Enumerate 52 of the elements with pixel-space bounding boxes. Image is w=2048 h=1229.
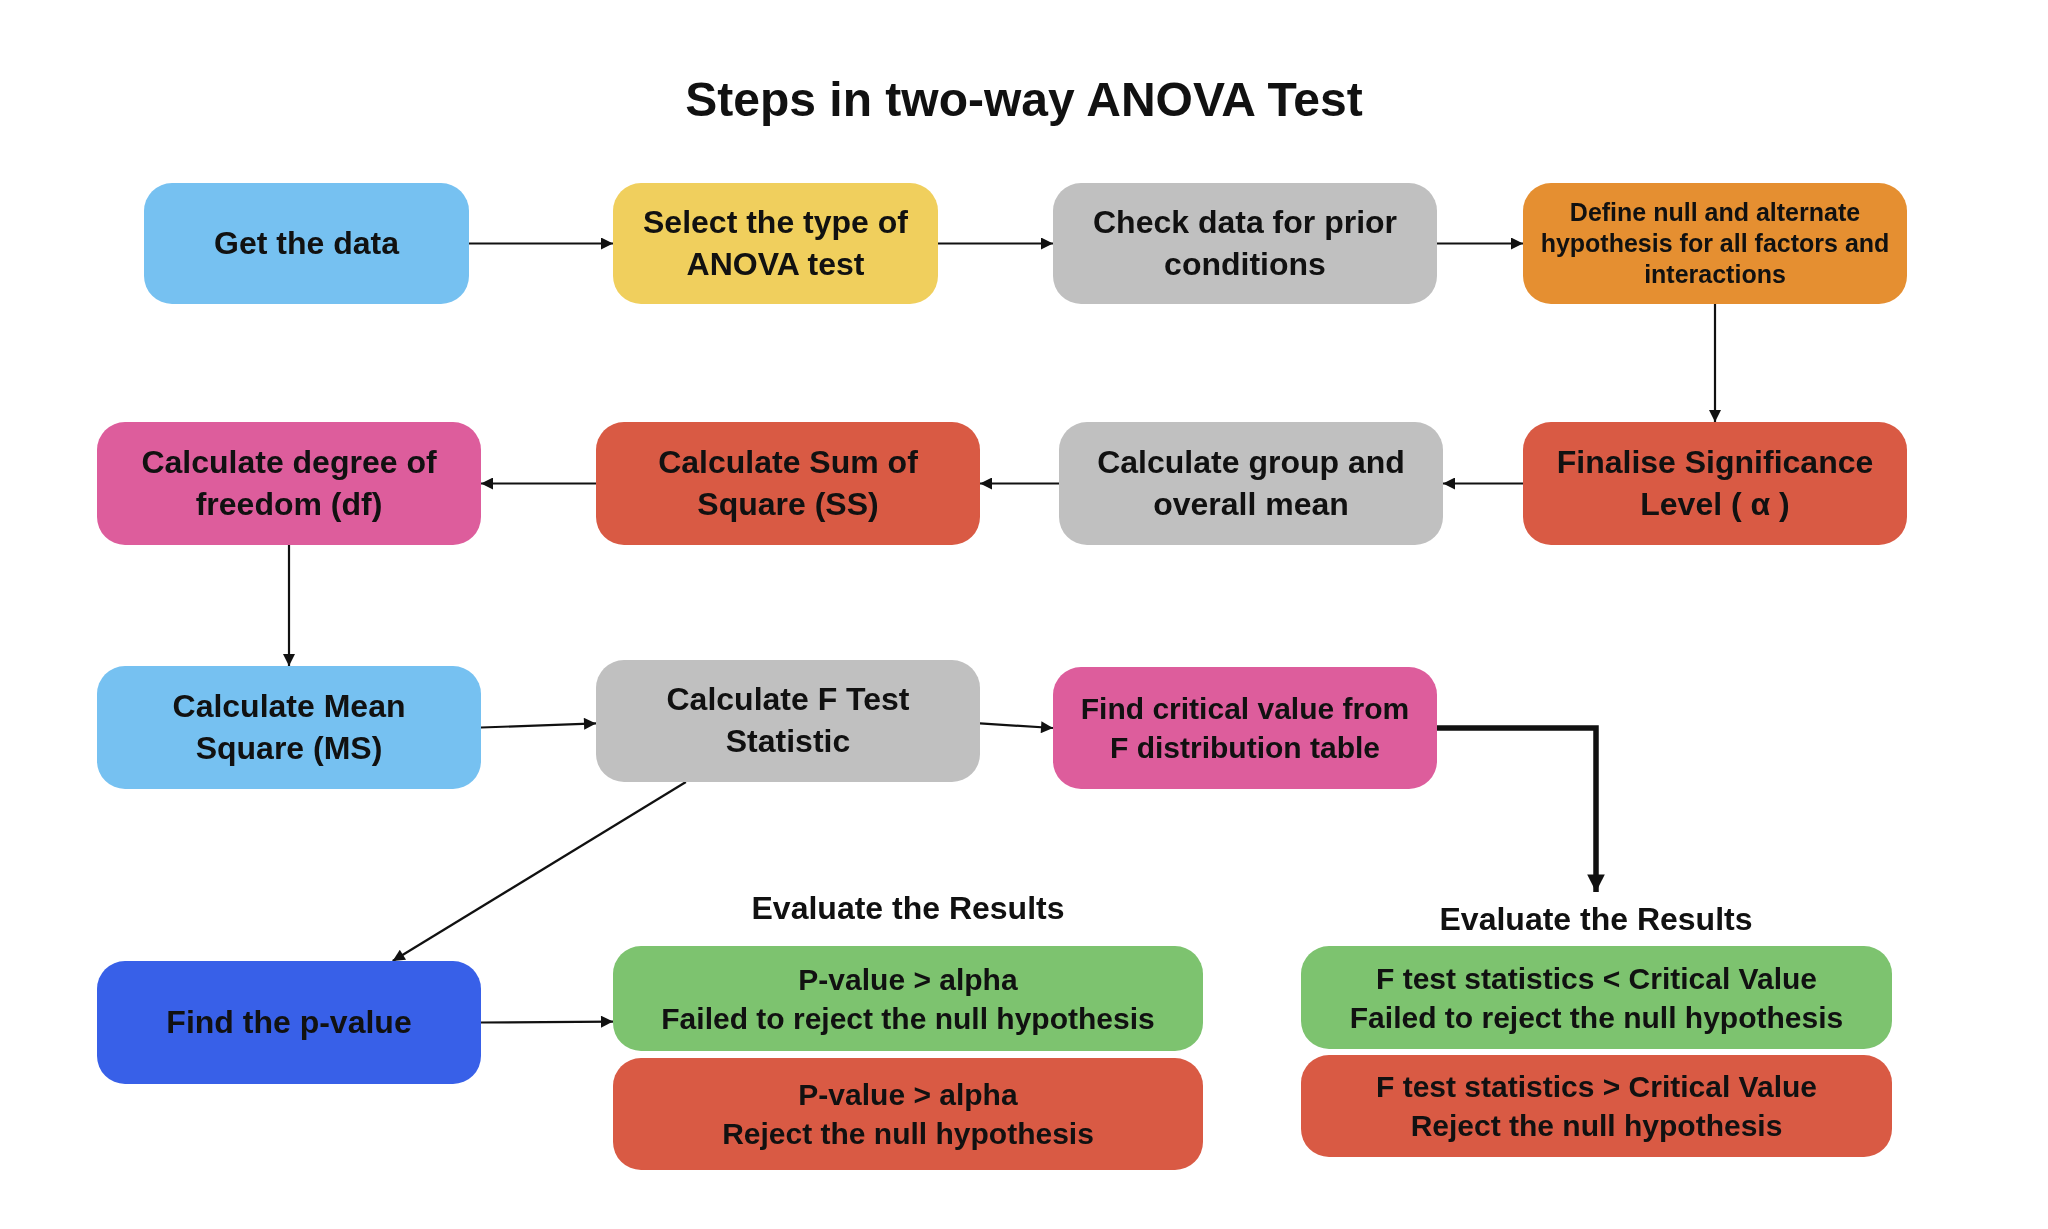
result-text: F test statistics > Critical Value	[1376, 1069, 1817, 1105]
process-box	[1053, 183, 1437, 304]
result-text: Failed to reject the null hypothesis	[1349, 999, 1844, 1036]
process-box	[97, 666, 481, 789]
process-box	[596, 422, 980, 545]
arrow	[1437, 725, 1605, 892]
process-box	[1053, 667, 1437, 789]
arrow	[283, 545, 295, 666]
process-box	[1059, 422, 1443, 545]
step-label: Calculate F Test Statistic	[665, 680, 911, 761]
result-text: Failed to reject the null hypothesis	[661, 1000, 1155, 1037]
result-text: P-value > alpha	[798, 961, 1018, 998]
result-box	[1301, 946, 1892, 1049]
process-box	[144, 183, 469, 304]
arrow	[469, 237, 613, 250]
process-box	[97, 422, 481, 545]
process-box	[613, 183, 938, 304]
process-box	[596, 660, 980, 782]
arrow	[481, 477, 596, 490]
step-label: Find the p-value	[166, 1002, 412, 1042]
step-label: Finalise Significance Level ( α )	[1555, 442, 1875, 524]
step-label: Check data for prior conditions	[1091, 202, 1399, 284]
result-text: Reject the null hypothesis	[722, 1116, 1094, 1152]
step-label: Get the data	[214, 223, 399, 263]
result-box	[613, 1058, 1203, 1170]
arrow	[481, 1015, 613, 1028]
step-label: Calculate degree of freedom (df)	[140, 442, 438, 524]
section-heading: Evaluate the Results	[1406, 892, 1786, 946]
arrow	[392, 781, 687, 962]
diagram-title: Steps in two-way ANOVA Test	[684, 72, 1364, 128]
result-text: Reject the null hypothesis	[1410, 1108, 1783, 1144]
arrow	[980, 477, 1059, 490]
section-heading: Evaluate the Results	[750, 889, 1066, 928]
result-text: P-value > alpha	[798, 1077, 1018, 1113]
arrow	[1443, 477, 1523, 490]
process-box	[1523, 422, 1907, 545]
process-box	[1523, 183, 1907, 304]
step-label: Calculate Sum of Square (SS)	[657, 442, 919, 524]
result-box	[1301, 1055, 1892, 1157]
process-box	[97, 961, 481, 1084]
arrow	[480, 717, 597, 730]
step-label: Find critical value from F distribution table	[1079, 691, 1411, 766]
result-box	[613, 946, 1203, 1051]
step-label: Calculate Mean Square (MS)	[171, 686, 407, 768]
step-label: Calculate group and overall mean	[1096, 442, 1406, 524]
step-label: Select the type of ANOVA test	[642, 202, 909, 284]
step-label: Define null and alternate hypothesis for all factors and interactions	[1540, 196, 1890, 291]
arrow	[938, 237, 1053, 250]
result-text: F test statistics < Critical Value	[1376, 960, 1817, 997]
arrow	[979, 721, 1054, 734]
arrow	[1437, 237, 1523, 250]
arrow	[1709, 304, 1721, 422]
